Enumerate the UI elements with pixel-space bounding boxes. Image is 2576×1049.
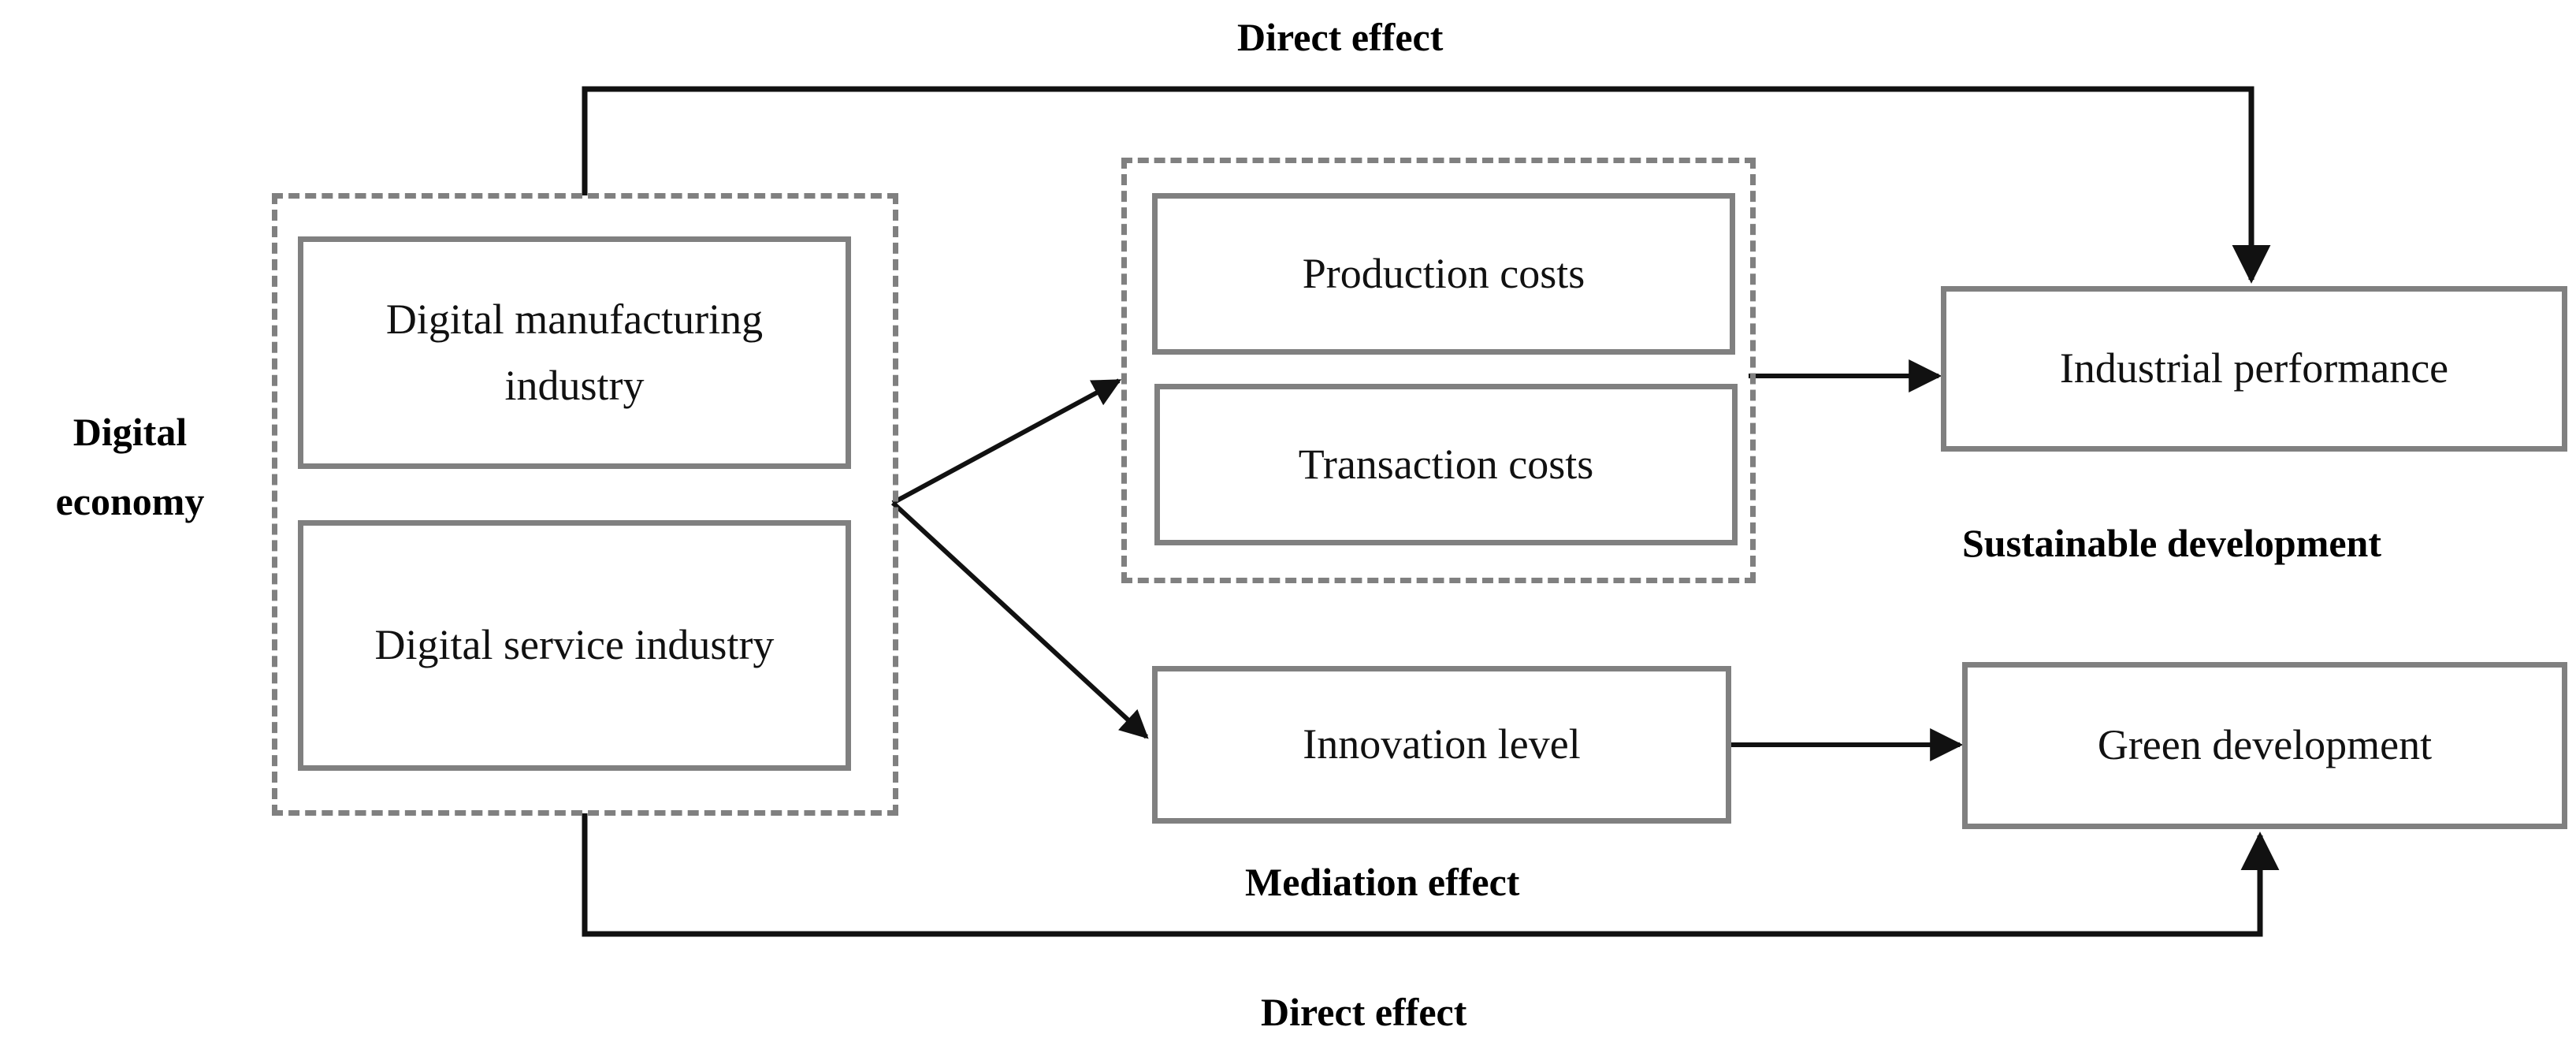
node-industrial-performance[interactable]: Industrial performance	[1941, 286, 2567, 452]
node-transaction-costs[interactable]: Transaction costs	[1154, 384, 1738, 545]
node-digital-service-industry[interactable]: Digital service industry	[298, 520, 851, 771]
economy-to-costs-connector	[891, 378, 1122, 505]
node-production-costs[interactable]: Production costs	[1152, 193, 1735, 355]
industrial-performance-label: Industrial performance	[2059, 344, 2449, 392]
digital-economy-group-label: Digital economy	[8, 398, 252, 536]
digital-economy-label-line1: Digital	[72, 410, 188, 454]
node-green-development[interactable]: Green development	[1962, 662, 2567, 829]
innovation-level-label: Innovation level	[1303, 720, 1581, 768]
digital-service-industry-label: Digital service industry	[374, 621, 775, 669]
digital-economy-group	[272, 193, 898, 816]
digital-manufacturing-industry-label: Digital manufacturing industry	[372, 287, 777, 418]
digital-manufacturing-industry-label-line1: Digital manufacturing	[385, 295, 764, 343]
transaction-costs-label: Transaction costs	[1298, 440, 1594, 488]
green-development-label: Green development	[2097, 721, 2433, 769]
production-costs-label: Production costs	[1302, 249, 1585, 297]
node-digital-manufacturing-industry[interactable]: Digital manufacturing industry	[298, 236, 851, 469]
digital-economy-label-line2: economy	[55, 478, 205, 523]
direct-effect-bottom-label: Direct effect	[1261, 990, 1467, 1034]
digital-manufacturing-industry-label-line2: industry	[504, 361, 645, 409]
costs-group	[1121, 158, 1756, 583]
direct-effect-top-label: Direct effect	[1237, 15, 1444, 59]
economy-to-innovation-connector	[890, 500, 1149, 739]
mediation-effect-label: Mediation effect	[1245, 860, 1520, 904]
node-innovation-level[interactable]: Innovation level	[1152, 666, 1731, 824]
sustainable-development-label: Sustainable development	[1962, 521, 2382, 565]
